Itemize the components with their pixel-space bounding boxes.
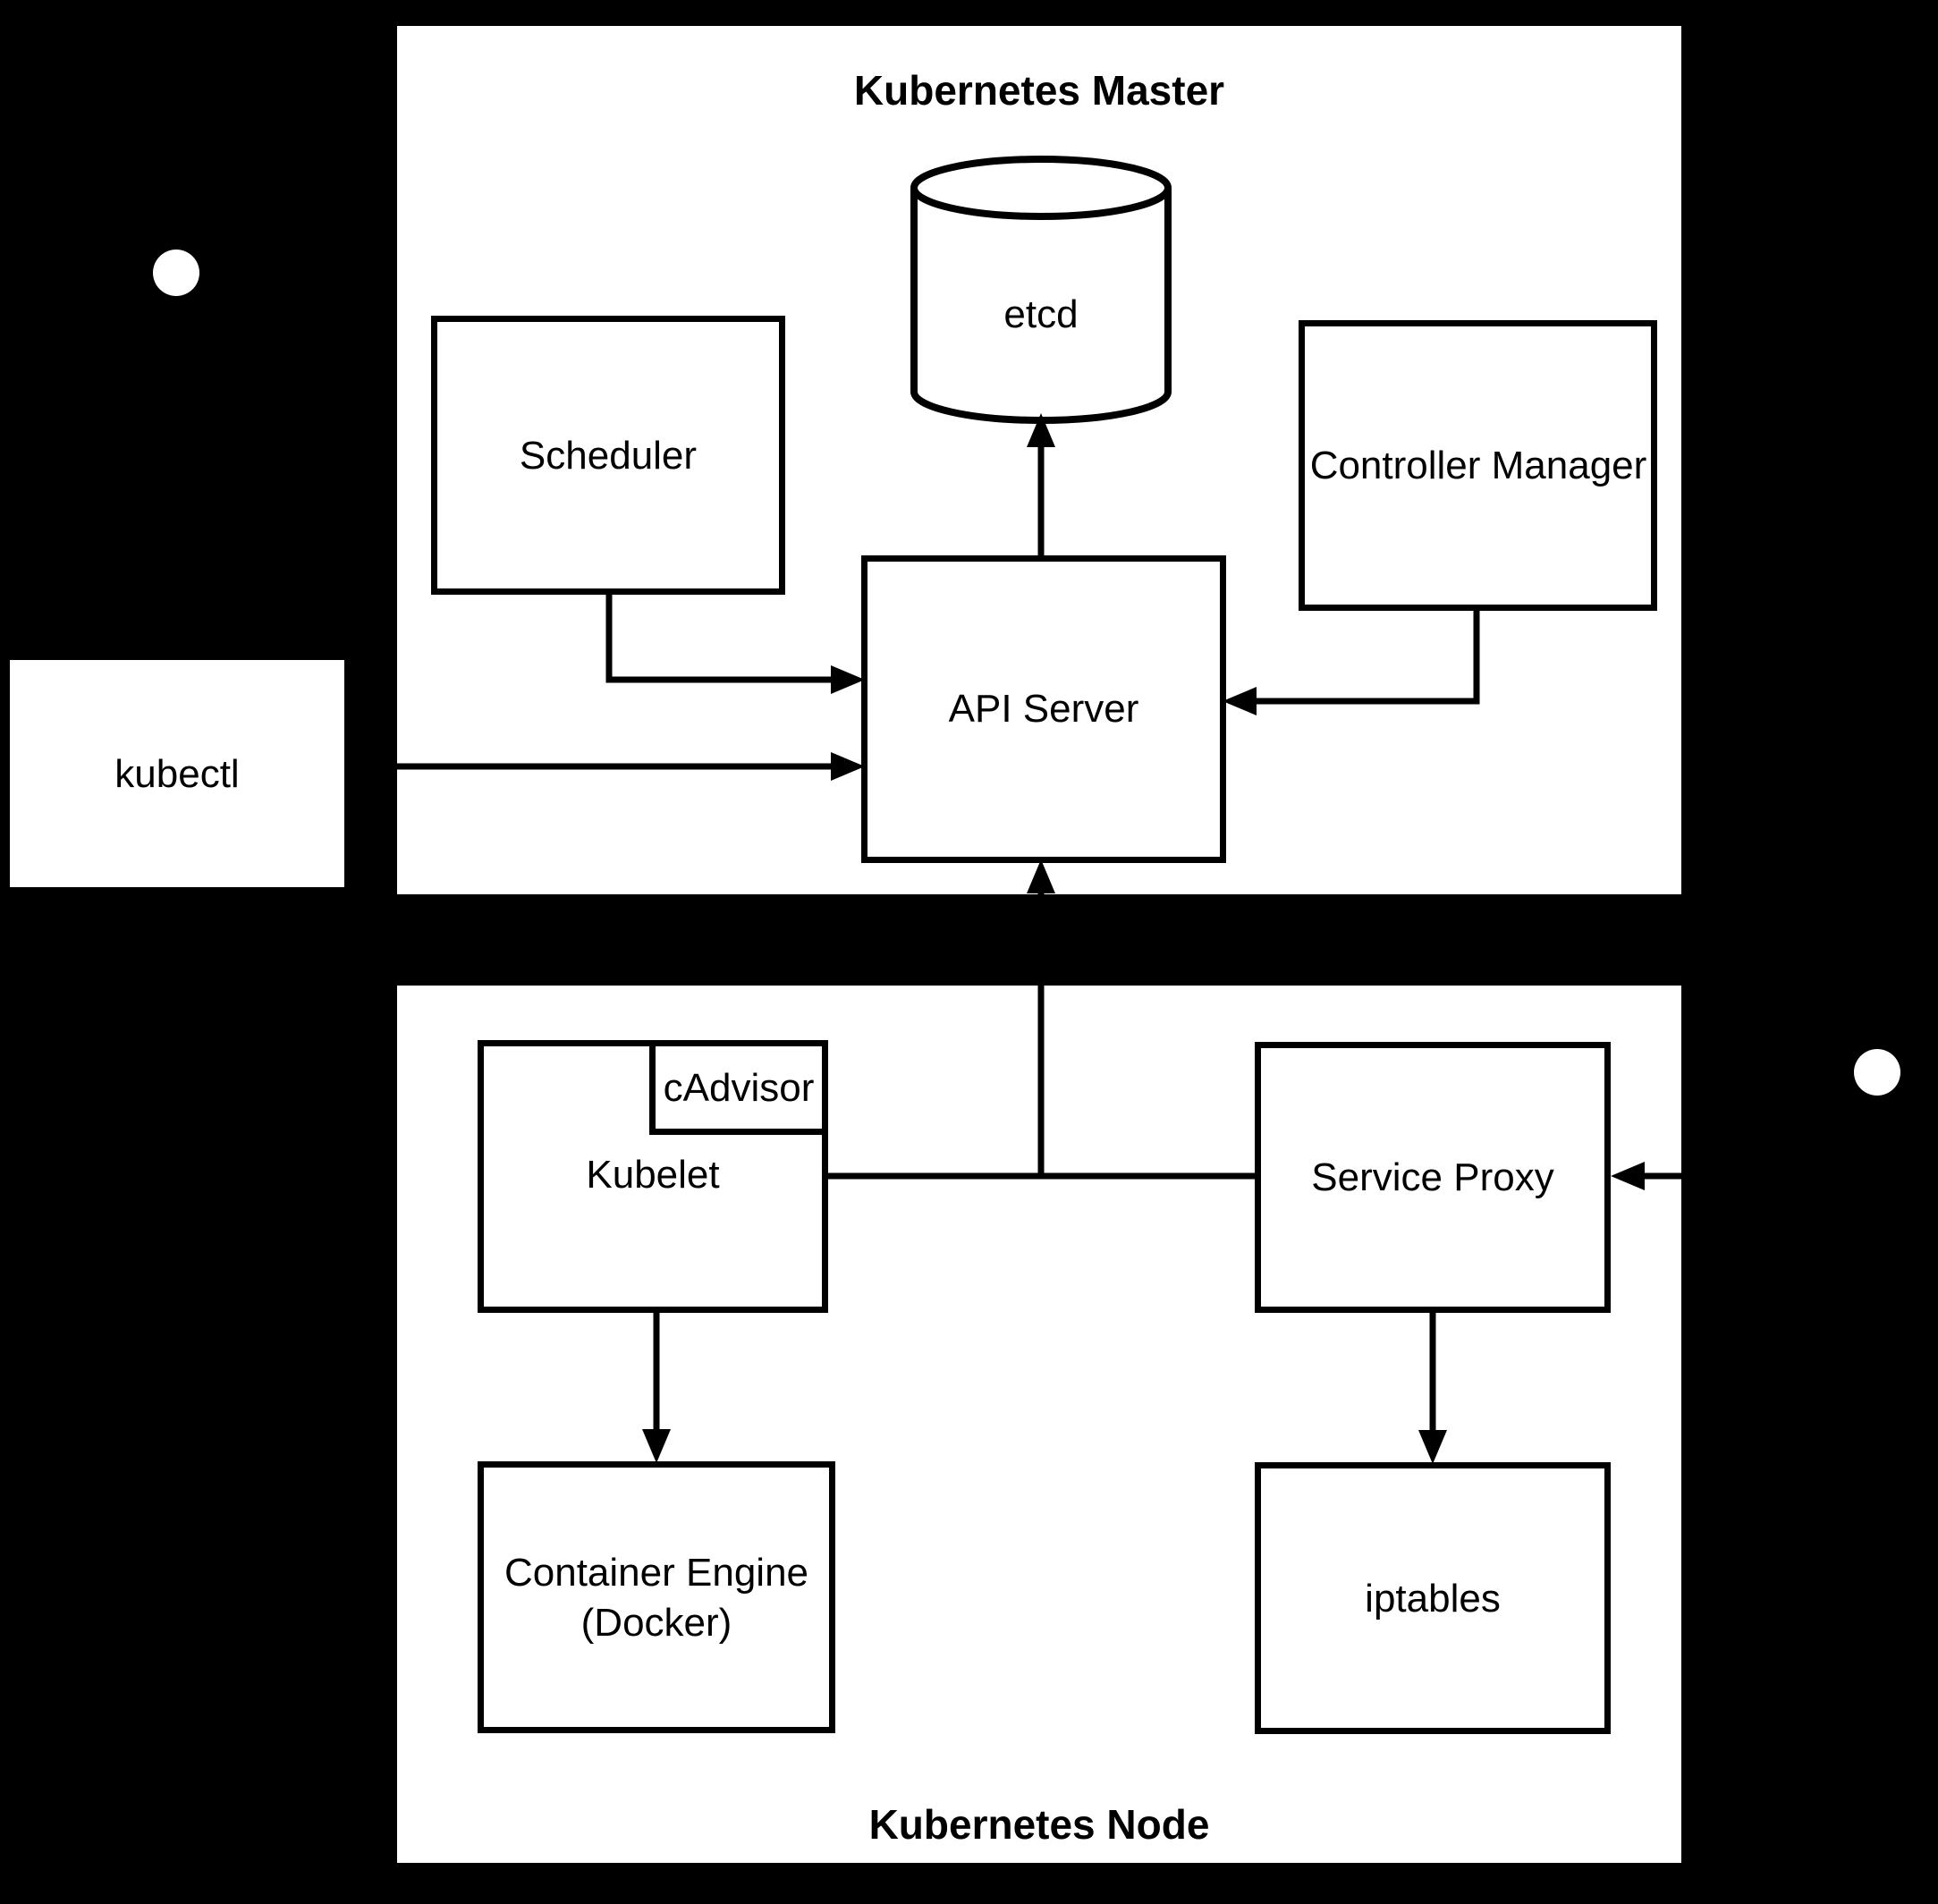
service-proxy-box [1255,1042,1611,1313]
etcd-label: etcd [1003,292,1079,336]
scheduler-box [431,316,785,595]
container-engine-box [478,1461,835,1733]
kubelet-label: Kubelet [586,1153,720,1197]
container-engine-label-line2: (Docker) [580,1601,732,1645]
container-engine-label-line1: Container Engine [504,1551,809,1595]
node-title: Kubernetes Node [868,1801,1210,1848]
dot-right [1854,1049,1900,1096]
kubectl-label: kubectl [114,752,240,796]
iptables-box [1255,1462,1611,1734]
api-server-label: API Server [948,687,1139,731]
dot-left [153,250,199,296]
controller-manager-label: Controller Manager [1309,444,1647,487]
cadvisor-box [649,1040,828,1135]
master-title: Kubernetes Master [853,67,1225,114]
scheduler-label: Scheduler [519,434,698,478]
controller-manager-box [1299,320,1657,611]
container-engine-label: Container Engine (Docker) [504,1548,808,1648]
iptables-label: iptables [1365,1577,1501,1621]
service-proxy-label: Service Proxy [1311,1155,1554,1199]
cadvisor-label: cAdvisor [663,1066,815,1110]
kubectl-box [4,654,351,893]
